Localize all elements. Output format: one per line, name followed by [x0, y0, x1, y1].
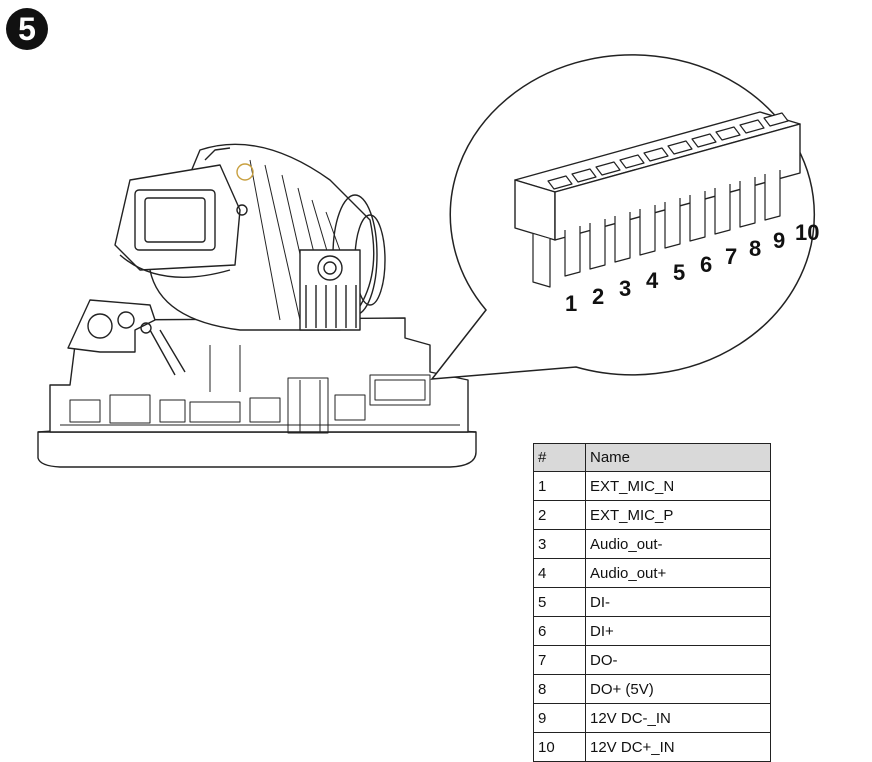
pin-number-cell: 8	[533, 674, 586, 704]
pin-name-cell: EXT_MIC_P	[585, 500, 771, 530]
pin-number-cell: 7	[533, 645, 586, 675]
pin-number-cell: 9	[533, 703, 586, 733]
pin-number-cell: 5	[533, 587, 586, 617]
pin-label-5: 5	[673, 260, 685, 285]
pin-number-cell: 3	[533, 529, 586, 559]
pin-label-1: 1	[565, 291, 577, 316]
pin-number-cell: 10	[533, 732, 586, 762]
terminal-block-connector	[514, 111, 801, 288]
pin-number-labels: 1 2 3 4 5 6 7 8 9 10	[565, 220, 819, 316]
pin-number-cell: 4	[533, 558, 586, 588]
pin-label-6: 6	[700, 252, 712, 277]
pin-name-cell: DI+	[585, 616, 771, 646]
pin-label-10: 10	[795, 220, 819, 245]
pin-label-7: 7	[725, 244, 737, 269]
tilt-lock-knob	[299, 249, 361, 331]
camera-illustration	[37, 143, 477, 468]
pin-name-cell: Audio_out+	[585, 558, 771, 588]
pin-label-9: 9	[773, 228, 785, 253]
pin-name-cell: DO+ (5V)	[585, 674, 771, 704]
pin-name-cell: Audio_out-	[585, 529, 771, 559]
pin-name-cell: 12V DC-_IN	[585, 703, 771, 733]
header-number: #	[533, 443, 586, 472]
pin-number-cell: 2	[533, 500, 586, 530]
table-header-row: # Name	[533, 443, 771, 472]
pin-number-cell: 6	[533, 616, 586, 646]
camera-lens-front	[114, 164, 241, 271]
pin-label-2: 2	[592, 284, 604, 309]
camera-base-housing	[49, 317, 469, 433]
pin-name-cell: EXT_MIC_N	[585, 471, 771, 501]
circuit-board-details	[60, 345, 460, 434]
pin-name-cell: 12V DC+_IN	[585, 732, 771, 762]
step-number-badge: 5	[6, 8, 48, 50]
pin-number-cell: 1	[533, 471, 586, 501]
camera-base-plate	[37, 431, 477, 468]
pin-label-4: 4	[646, 268, 659, 293]
pin-label-8: 8	[749, 236, 761, 261]
pin-label-3: 3	[619, 276, 631, 301]
pin-name-cell: DO-	[585, 645, 771, 675]
header-name: Name	[585, 443, 771, 472]
pin-name-cell: DI-	[585, 587, 771, 617]
